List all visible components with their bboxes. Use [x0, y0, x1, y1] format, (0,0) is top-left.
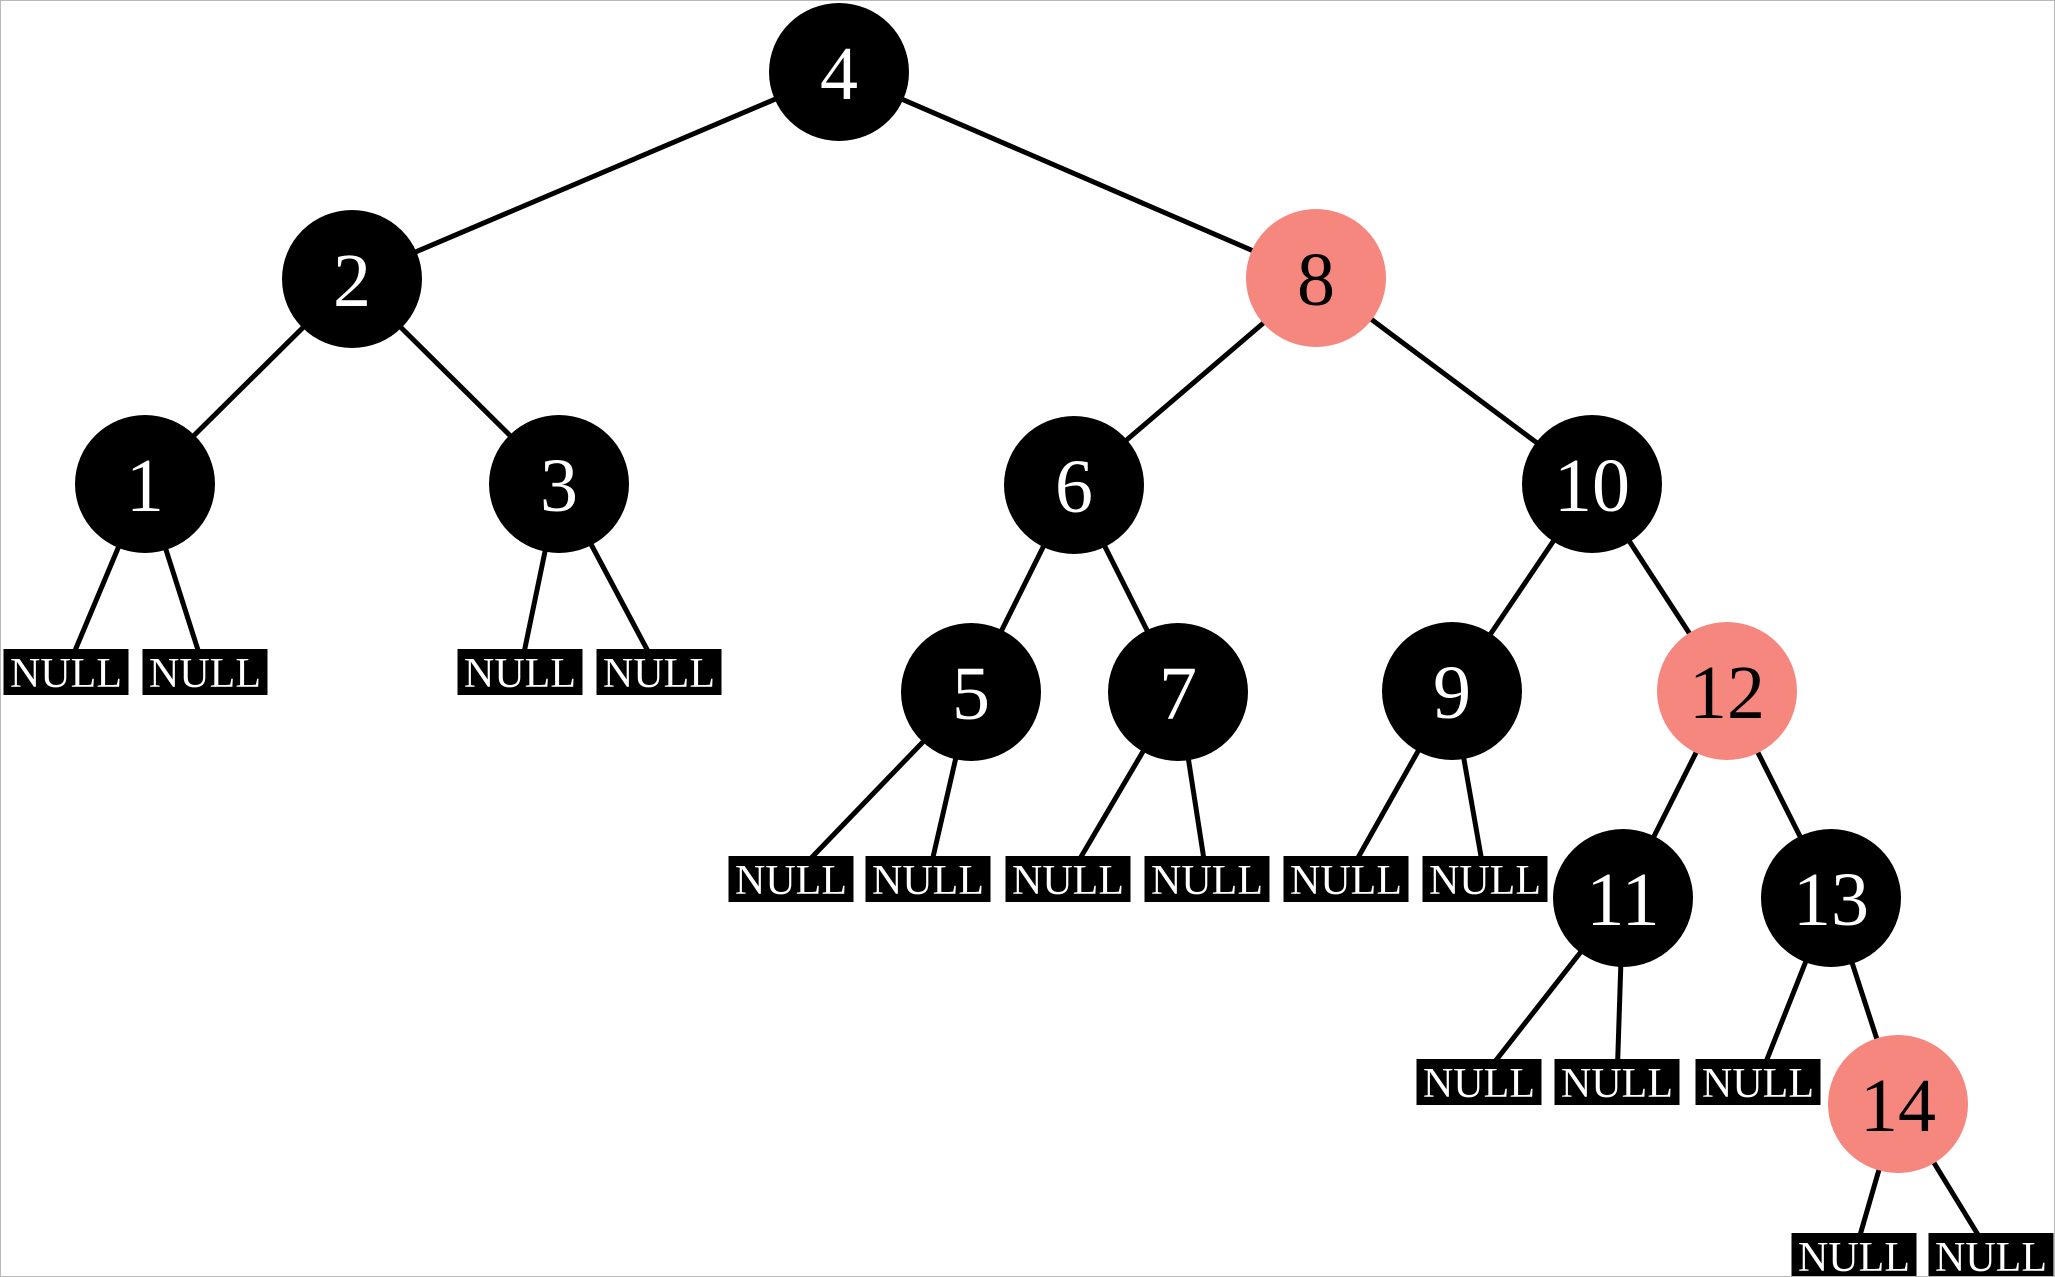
tree-node-13: [1761, 829, 1901, 967]
tree-node-label-11: 11: [1586, 858, 1659, 942]
null-leaf-label: NULL: [1935, 1235, 2047, 1277]
null-leaf-label: NULL: [1290, 858, 1402, 904]
null-leaf-box: [865, 856, 991, 902]
tree-node-label-12: 12: [1689, 651, 1765, 735]
null-leaf-box: [1791, 1233, 1917, 1276]
null-leaf-box: [728, 856, 854, 902]
tree-edge-4-2: [351, 69, 840, 282]
tree-node-label-4: 4: [820, 32, 858, 116]
null-leaf-box: [1005, 856, 1131, 902]
null-leaf-label: NULL: [603, 651, 715, 697]
tree-node-label-13: 13: [1793, 858, 1869, 942]
null-leaf-box: [1695, 1059, 1821, 1105]
tree-node-6: [1004, 416, 1144, 554]
tree-node-11: [1553, 829, 1693, 967]
null-leaf-label: NULL: [149, 651, 261, 697]
null-leaf-box: [3, 649, 129, 695]
tree-node-14: [1828, 1035, 1968, 1173]
null-leaf-label: NULL: [1012, 858, 1124, 904]
tree-node-3: [489, 415, 629, 553]
null-leaf-box: [457, 649, 583, 695]
null-leaf-box: [1416, 1059, 1542, 1105]
tree-node-label-7: 7: [1159, 652, 1197, 736]
null-leaf-box: [1283, 856, 1409, 902]
tree-node-5: [901, 623, 1041, 761]
tree-node-7: [1108, 623, 1248, 761]
tree-node-1: [75, 415, 215, 553]
tree-node-12: [1657, 622, 1797, 760]
tree-node-label-14: 14: [1860, 1064, 1936, 1148]
null-leaf-label: NULL: [1561, 1061, 1673, 1107]
null-leaf-label: NULL: [1429, 858, 1541, 904]
tree-node-label-2: 2: [333, 239, 371, 323]
null-leaf-box: [142, 649, 268, 695]
tree-node-label-8: 8: [1297, 238, 1335, 322]
tree-node-label-3: 3: [540, 444, 578, 528]
tree-node-label-5: 5: [952, 652, 990, 736]
null-leaf-box: [596, 649, 722, 695]
tree-node-8: [1246, 209, 1386, 347]
tree-node-label-1: 1: [126, 444, 164, 528]
tree-node-label-9: 9: [1433, 651, 1471, 735]
null-leaf-label: NULL: [1798, 1235, 1910, 1277]
tree-node-10: [1522, 415, 1662, 553]
null-leaf-label: NULL: [1151, 858, 1263, 904]
null-leaf-label: NULL: [1702, 1061, 1814, 1107]
null-leaf-label: NULL: [464, 651, 576, 697]
null-leaf-box: [1554, 1059, 1680, 1105]
tree-node-9: [1382, 622, 1522, 760]
tree-edge-4-8: [838, 69, 1317, 281]
tree-node-label-10: 10: [1554, 444, 1630, 528]
null-leaf-label: NULL: [1423, 1061, 1535, 1107]
null-leaf-box: [1144, 856, 1270, 902]
tree-node-2: [282, 210, 422, 348]
null-leaf-label: NULL: [872, 858, 984, 904]
null-leaf-box: [1422, 856, 1548, 902]
tree-node-label-6: 6: [1055, 445, 1093, 529]
tree-node-4: [769, 3, 909, 141]
null-leaf-box: [1928, 1233, 2054, 1276]
null-leaf-label: NULL: [10, 651, 122, 697]
null-leaf-label: NULL: [735, 858, 847, 904]
